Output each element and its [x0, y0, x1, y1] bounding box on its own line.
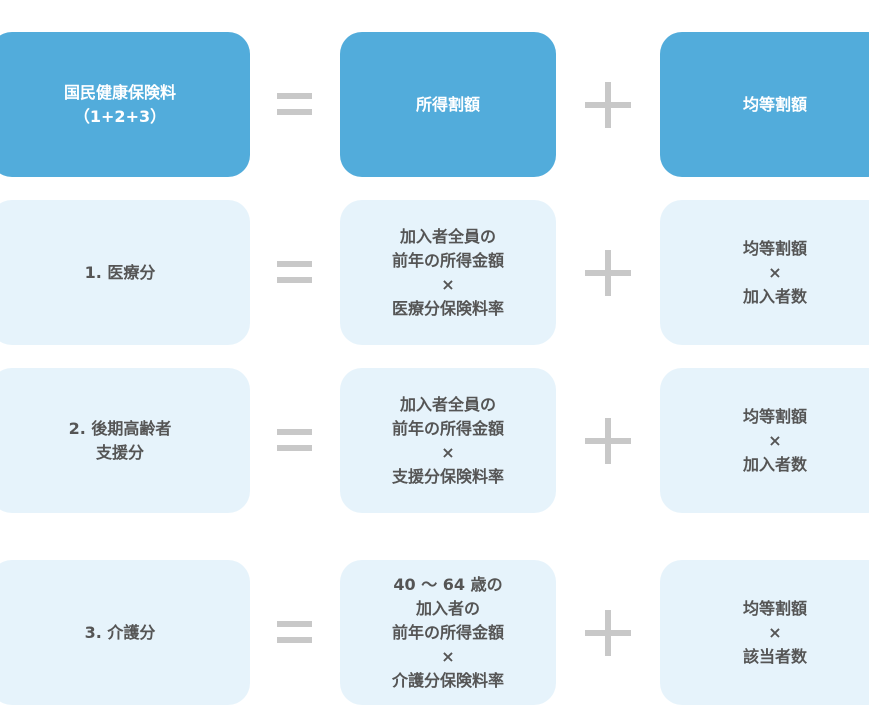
box-text-line: 40 ～ 64 歳の — [393, 574, 503, 594]
box-text-line: （1+2+3） — [73, 106, 167, 126]
box-text-line: 加入者数 — [742, 286, 807, 306]
box-text-line: 3. 介護分 — [84, 622, 156, 642]
plus-icon — [585, 82, 631, 128]
box-text-line: × — [768, 262, 782, 282]
equals-icon — [277, 621, 312, 643]
box-text-line: × — [768, 430, 782, 450]
box-text-line: × — [441, 646, 455, 666]
box-text-line: 医療分保険料率 — [391, 298, 504, 318]
box-text-line: × — [441, 442, 455, 462]
equals-icon — [277, 429, 312, 451]
box-text-line: 介護分保険料率 — [391, 670, 504, 690]
equal-box: 均等割額 — [660, 32, 869, 177]
total-box: 1. 医療分 — [0, 200, 250, 345]
equals-icon — [277, 261, 312, 283]
income-box: 加入者全員の前年の所得金額 × 支援分保険料率 — [340, 368, 556, 513]
box-text-line: 均等割額 — [742, 94, 807, 114]
box-text-line: 所得割額 — [415, 94, 480, 114]
equals-icon — [277, 93, 312, 115]
box-text-line: 均等割額 — [742, 238, 807, 258]
total-box: 国民健康保険料 （1+2+3） — [0, 32, 250, 177]
box-text-line: 該当者数 — [742, 646, 807, 666]
total-box: 2. 後期高齢者支援分 — [0, 368, 250, 513]
equal-box: 均等割額 × 加入者数 — [660, 200, 869, 345]
income-box: 所得割額 — [340, 32, 556, 177]
box-text-line: 均等割額 — [742, 406, 807, 426]
income-box: 加入者全員の前年の所得金額 × 医療分保険料率 — [340, 200, 556, 345]
box-text-line: 加入者の — [415, 598, 480, 618]
box-text-line: 支援分 — [95, 442, 144, 462]
total-box: 3. 介護分 — [0, 560, 250, 705]
box-text-line: 加入者全員の — [399, 226, 496, 246]
box-text-line: × — [441, 274, 455, 294]
box-text-line: 前年の所得金額 — [391, 418, 504, 438]
box-text-line: 前年の所得金額 — [391, 622, 504, 642]
plus-icon — [585, 250, 631, 296]
box-text-line: × — [768, 622, 782, 642]
box-text-line: 支援分保険料率 — [391, 466, 504, 486]
box-text-line: 加入者全員の — [399, 394, 496, 414]
income-box: 40 ～ 64 歳の加入者の前年の所得金額 × 介護分保険料率 — [340, 560, 556, 705]
box-text-line: 国民健康保険料 — [63, 82, 176, 102]
box-text-line: 加入者数 — [742, 454, 807, 474]
plus-icon — [585, 418, 631, 464]
equal-box: 均等割額 × 加入者数 — [660, 368, 869, 513]
box-text-line: 2. 後期高齢者 — [68, 418, 172, 438]
box-text-line: 均等割額 — [742, 598, 807, 618]
plus-icon — [585, 610, 631, 656]
box-text-line: 前年の所得金額 — [391, 250, 504, 270]
box-text-line: 1. 医療分 — [84, 262, 156, 282]
equal-box: 均等割額 × 該当者数 — [660, 560, 869, 705]
